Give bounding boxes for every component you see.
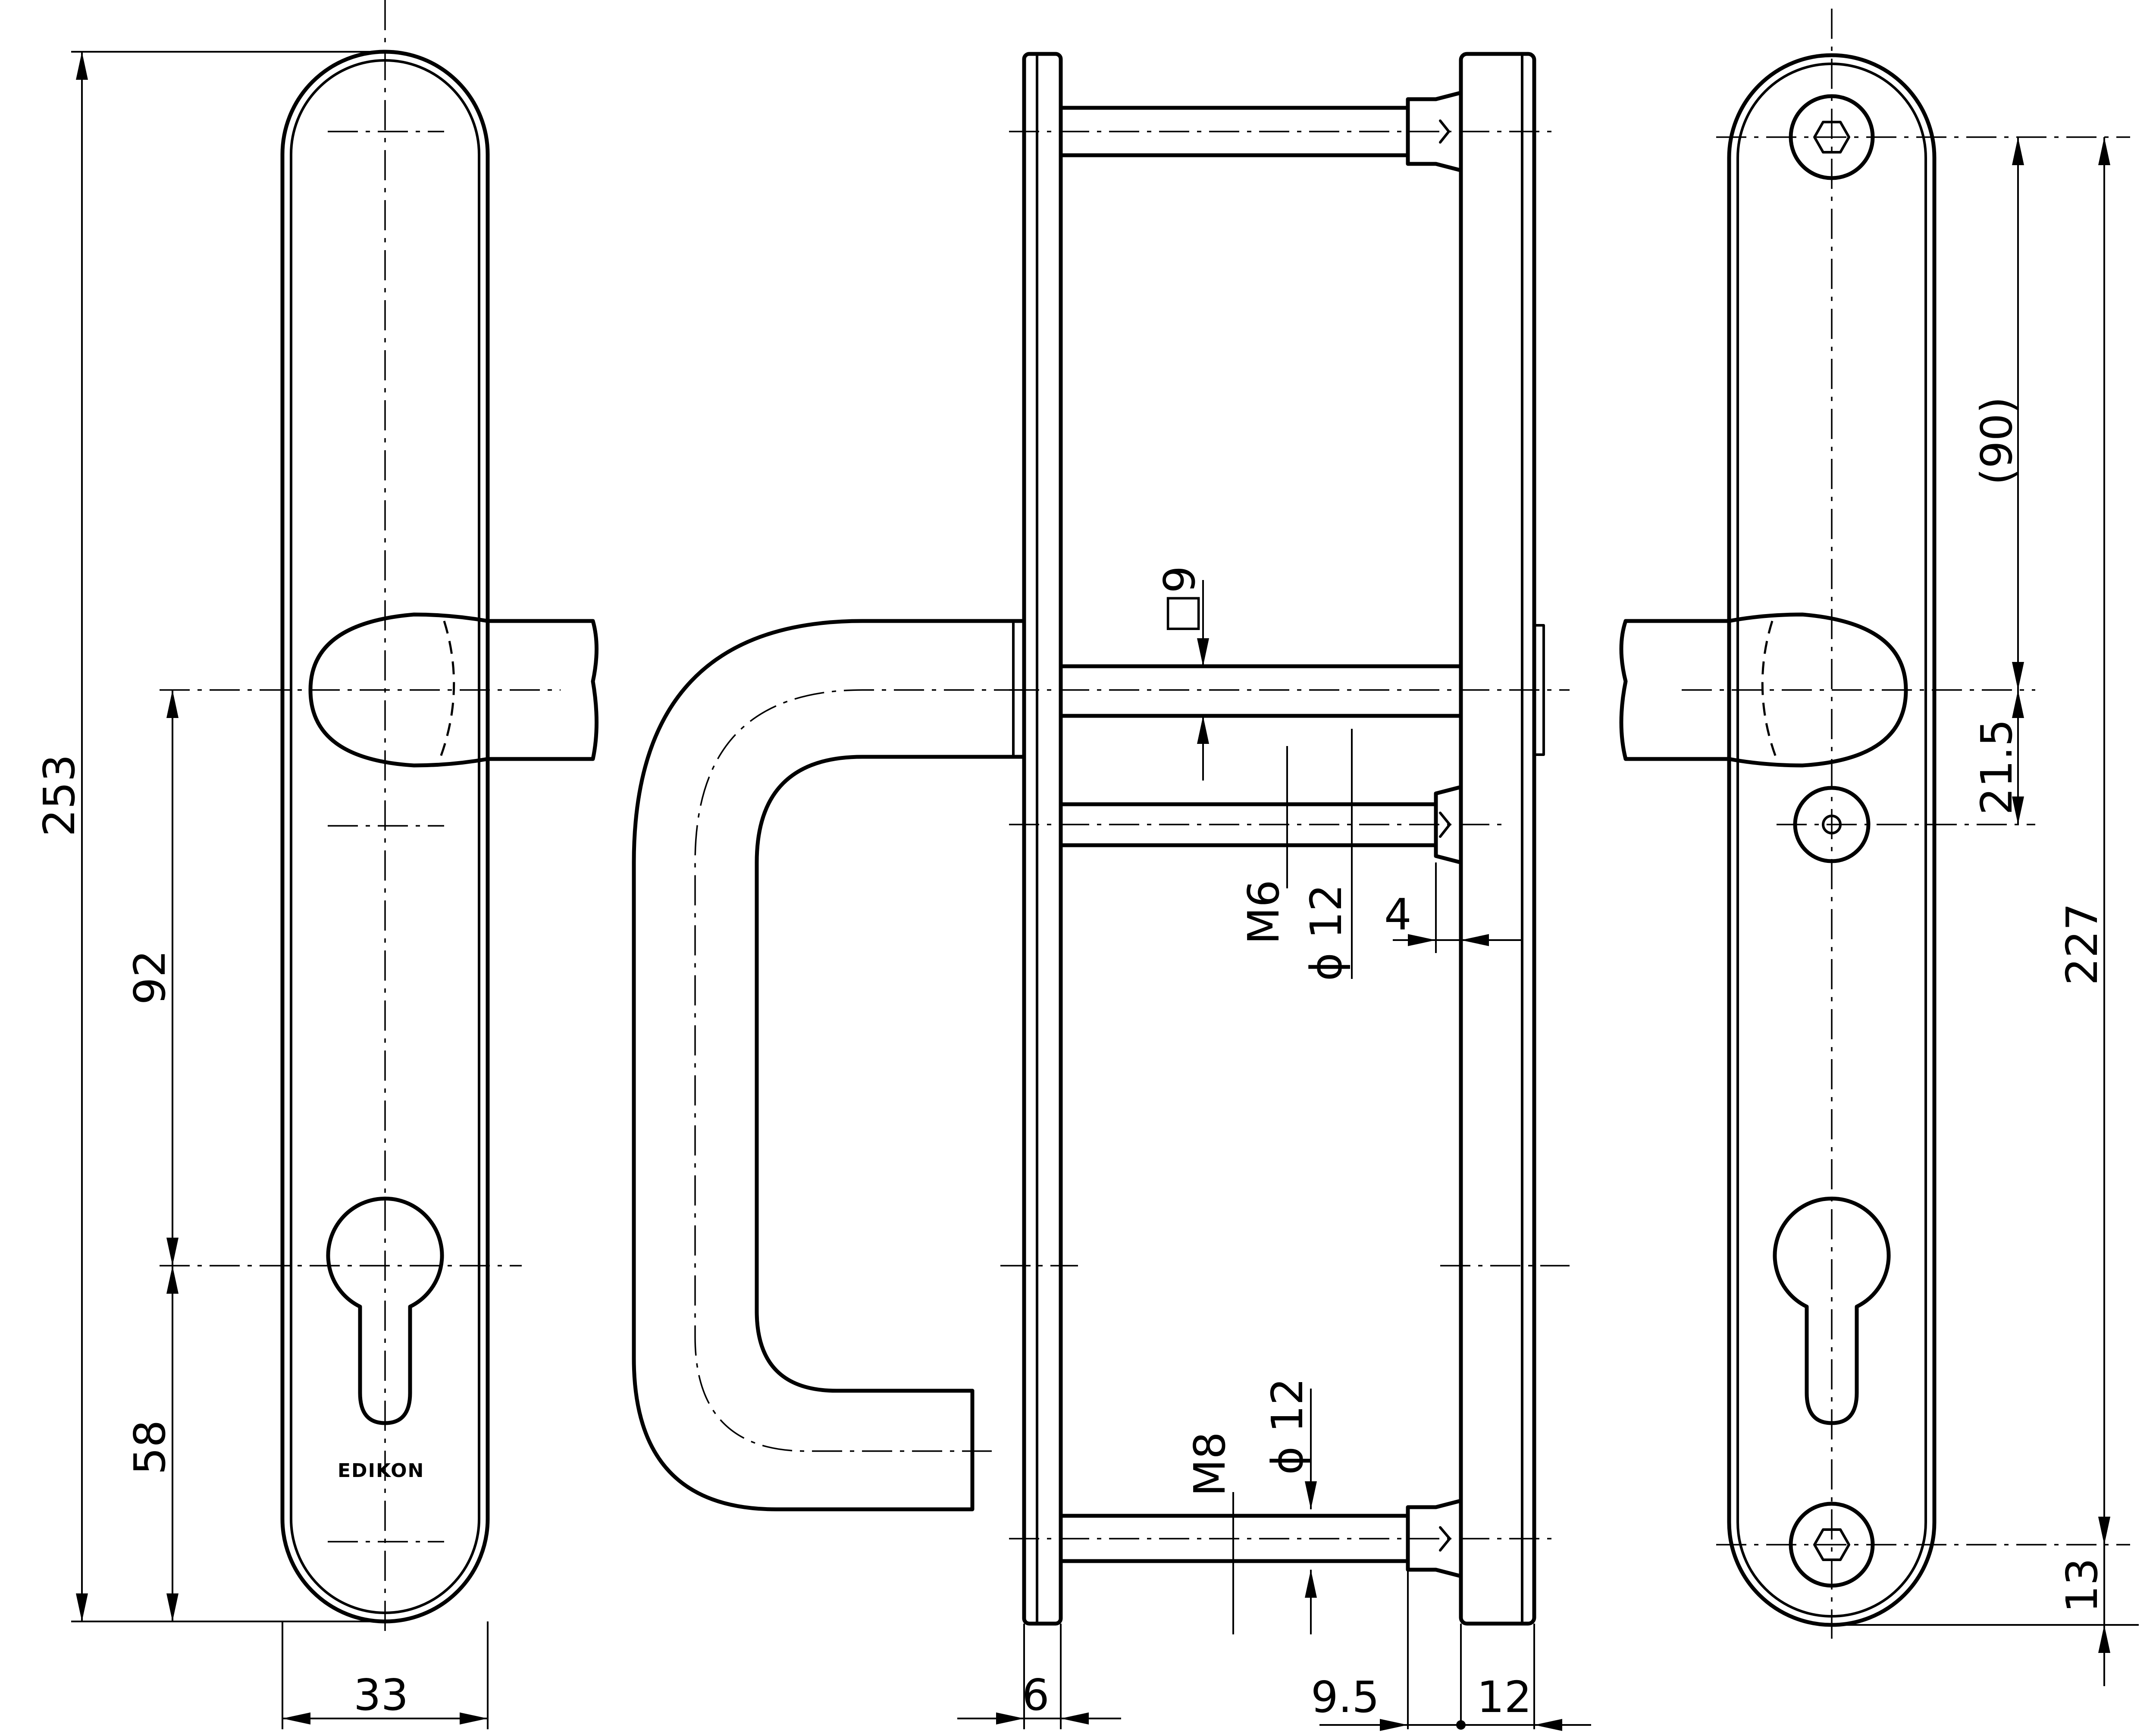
front-handle-rose [486, 619, 599, 761]
back-cylinder-hole [1773, 1197, 1891, 1425]
side-view: □9 M6 ϕ 12 4 M8 ϕ 12 6 [632, 52, 1591, 1731]
back-top-screw-hex [1813, 121, 1850, 154]
side-lever-handle-inner [755, 755, 1026, 1393]
side-lever-handle-centerline [694, 689, 1024, 1452]
dim-13-label: 13 [2057, 1558, 2107, 1613]
side-front-plate [1022, 52, 1063, 1626]
side-mid-screw-head [1434, 785, 1463, 865]
dim-33-label: 33 [354, 1670, 408, 1720]
front-handle-hidden-arc [439, 621, 455, 759]
dim-92-label: 92 [125, 950, 175, 1005]
back-handle-hidden-arc [1761, 621, 1778, 759]
dim-6-label: 6 [1022, 1670, 1050, 1720]
dim-253-label: 253 [34, 754, 85, 837]
front-plate-outline [280, 50, 490, 1624]
front-cylinder-hole [326, 1197, 444, 1425]
dim-90-label: (90) [1971, 397, 2022, 485]
dim-58-label: 58 [125, 1420, 175, 1475]
dim-dia12-upper-label: ϕ 12 [1301, 884, 1351, 981]
dim-227-label: 227 [2057, 903, 2107, 985]
dim-12-label: 12 [1477, 1672, 1532, 1722]
dim-dia12-lower-label: ϕ 12 [1262, 1378, 1313, 1475]
dim-square-9-label: □9 [1154, 566, 1205, 634]
back-handle-rose [1619, 619, 1731, 761]
dim-m8-label: M8 [1185, 1432, 1235, 1496]
back-bottom-screw-hex [1813, 1528, 1850, 1561]
front-brand-logo: EDIKON [338, 1460, 424, 1482]
dim-9-5-label: 9.5 [1311, 1672, 1379, 1722]
back-view: (90) 21.5 227 13 [1619, 9, 2139, 1686]
side-lever-handle-outer [632, 619, 1026, 1511]
dim-4-label: 4 [1384, 889, 1412, 940]
dim-m6-label: M6 [1238, 880, 1289, 944]
front-view: EDIKON 253 92 58 33 [34, 0, 599, 1729]
side-top-screw-head [1406, 91, 1463, 172]
dim-21-5-label: 21.5 [1971, 719, 2022, 815]
